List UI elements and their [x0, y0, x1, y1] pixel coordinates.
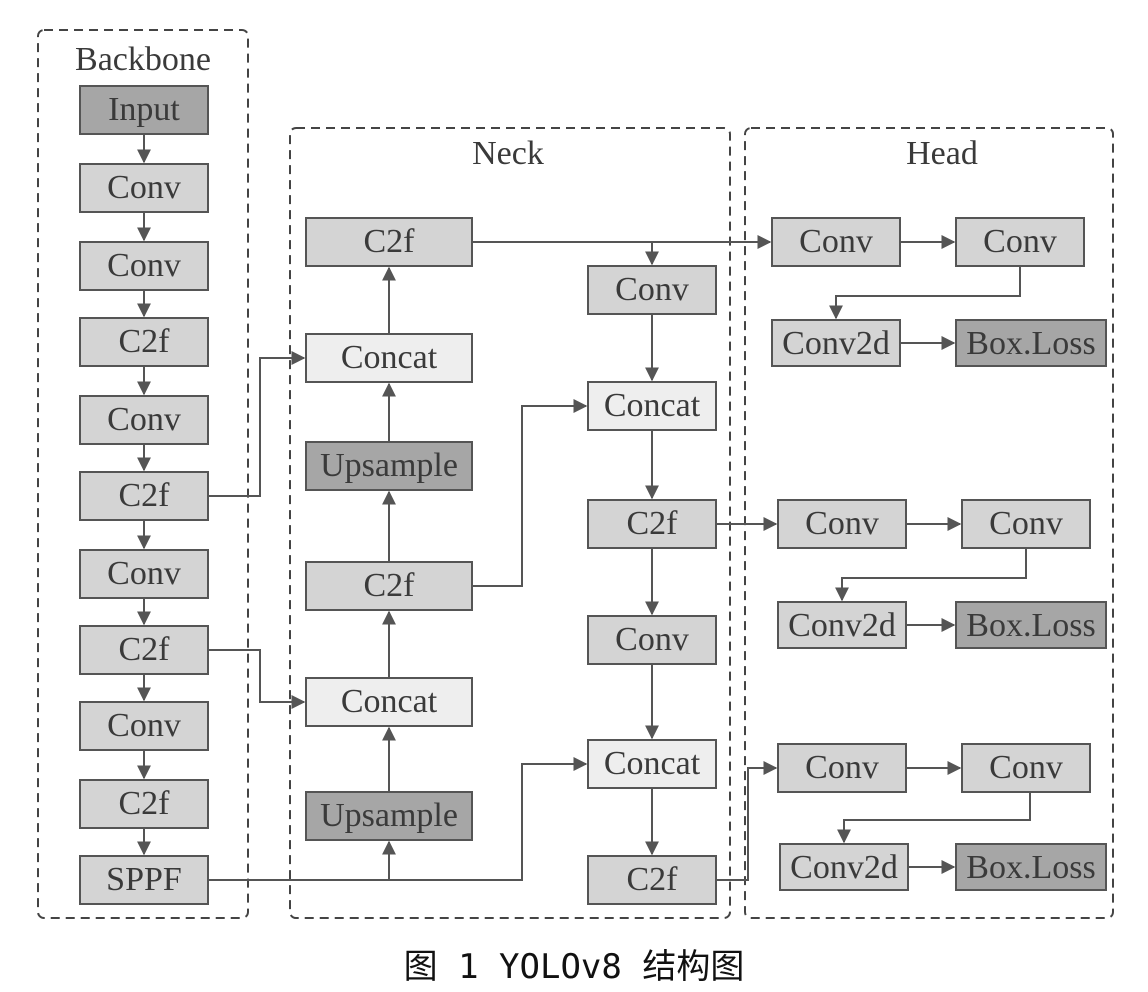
head-b1-conv-b-node: Conv	[955, 217, 1085, 267]
backbone-c2f4-node: C2f	[79, 779, 209, 829]
head-title: Head	[906, 135, 978, 172]
head-b2-conv-a-node: Conv	[777, 499, 907, 549]
neck-right-conv-top-node: Conv	[587, 265, 717, 315]
backbone-conv3-node: Conv	[79, 395, 209, 445]
svg-text:Conv: Conv	[107, 247, 181, 284]
head-b3-conv2d-node: Conv2d	[779, 843, 909, 891]
head-b2-edges	[835, 517, 1027, 632]
backbone-conv2-node: Conv	[79, 241, 209, 291]
backbone-group	[37, 29, 249, 919]
head-b3-edges	[837, 761, 1031, 874]
head-b1-conv-a-node: Conv	[771, 217, 901, 267]
svg-text:Conv: Conv	[107, 169, 181, 206]
backbone-conv1-node: Conv	[79, 163, 209, 213]
head-b3-loss-node: Box.Loss	[955, 843, 1107, 891]
head-b3-conv-a-node: Conv	[777, 743, 907, 793]
backbone-input-node: Input	[79, 85, 209, 135]
cross-edges	[208, 235, 778, 881]
svg-text:Upsample: Upsample	[320, 447, 458, 484]
backbone-c2f2-node: C2f	[79, 471, 209, 521]
svg-text:C2f: C2f	[119, 631, 171, 668]
svg-text:Conv: Conv	[107, 401, 181, 438]
head-b1-loss-node: Box.Loss	[955, 319, 1107, 367]
head-b2-conv2d-node: Conv2d	[777, 601, 907, 649]
svg-text:Conv: Conv	[989, 749, 1063, 786]
svg-text:Conv: Conv	[615, 271, 689, 308]
svg-text:Conv2d: Conv2d	[782, 325, 890, 362]
svg-text:C2f: C2f	[364, 223, 416, 260]
neck-title: Neck	[472, 135, 544, 172]
figure-caption: 图 1 YOLOv8 结构图	[404, 947, 745, 987]
svg-text:Box.Loss: Box.Loss	[966, 607, 1095, 644]
svg-text:Conv: Conv	[805, 505, 879, 542]
head-b2-conv-b-node: Conv	[961, 499, 1091, 549]
svg-text:Concat: Concat	[341, 683, 438, 720]
svg-text:Conv2d: Conv2d	[788, 607, 896, 644]
svg-text:Conv: Conv	[107, 555, 181, 592]
svg-text:Conv: Conv	[107, 707, 181, 744]
backbone-title: Backbone	[75, 41, 211, 78]
svg-text:Concat: Concat	[341, 339, 438, 376]
backbone-sppf-node: SPPF	[79, 855, 209, 905]
neck-left-c2f-mid-node: C2f	[305, 561, 473, 611]
neck-left-c2f-top-node: C2f	[305, 217, 473, 267]
svg-text:Upsample: Upsample	[320, 797, 458, 834]
neck-left-concat-top-node: Concat	[305, 333, 473, 383]
svg-text:C2f: C2f	[119, 785, 171, 822]
head-b1-edges	[829, 235, 1021, 350]
head-b3-conv-b-node: Conv	[961, 743, 1091, 793]
neck-left-upsample-top-node: Upsample	[305, 441, 473, 491]
svg-text:C2f: C2f	[119, 477, 171, 514]
svg-text:C2f: C2f	[364, 567, 416, 604]
svg-text:Conv: Conv	[799, 223, 873, 260]
neck-right-c2f-mid-node: C2f	[587, 499, 717, 549]
neck-right-conv-mid-node: Conv	[587, 615, 717, 665]
svg-text:Conv: Conv	[805, 749, 879, 786]
svg-text:C2f: C2f	[627, 861, 679, 898]
svg-text:C2f: C2f	[627, 505, 679, 542]
svg-text:Conv: Conv	[983, 223, 1057, 260]
neck-right-concat-bottom-node: Concat	[587, 739, 717, 789]
svg-text:Conv2d: Conv2d	[790, 849, 898, 886]
neck-left-concat-bottom-node: Concat	[305, 677, 473, 727]
neck-left-upsample-bottom-node: Upsample	[305, 791, 473, 841]
svg-text:Concat: Concat	[604, 745, 701, 782]
neck-right-concat-top-node: Concat	[587, 381, 717, 431]
backbone-c2f3-node: C2f	[79, 625, 209, 675]
head-b2-loss-node: Box.Loss	[955, 601, 1107, 649]
svg-text:SPPF: SPPF	[106, 861, 182, 898]
svg-text:Box.Loss: Box.Loss	[966, 849, 1095, 886]
svg-text:Concat: Concat	[604, 387, 701, 424]
svg-text:Conv: Conv	[989, 505, 1063, 542]
svg-text:Box.Loss: Box.Loss	[966, 325, 1095, 362]
backbone-conv5-node: Conv	[79, 701, 209, 751]
head-b1-conv2d-node: Conv2d	[771, 319, 901, 367]
backbone-c2f1-node: C2f	[79, 317, 209, 367]
svg-text:C2f: C2f	[119, 323, 171, 360]
svg-text:Conv: Conv	[615, 621, 689, 658]
svg-text:Input: Input	[108, 91, 180, 128]
neck-right-c2f-bottom-node: C2f	[587, 855, 717, 905]
backbone-conv4-node: Conv	[79, 549, 209, 599]
